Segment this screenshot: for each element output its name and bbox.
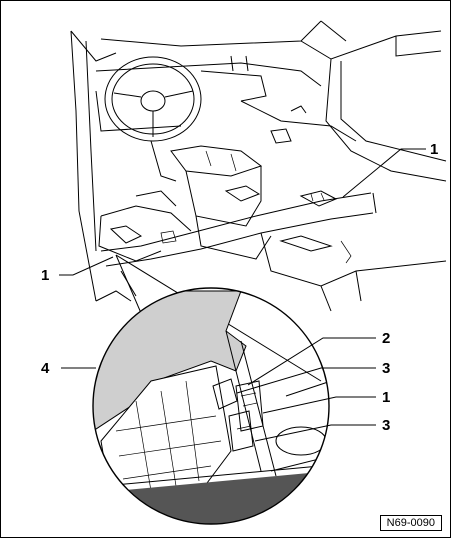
leader-lines xyxy=(59,148,426,442)
callout-4: 4 xyxy=(41,360,50,377)
callout-1-right: 1 xyxy=(430,141,438,158)
callout-3-lower: 3 xyxy=(382,417,390,434)
callout-3-upper: 3 xyxy=(382,360,390,377)
steering-wheel xyxy=(104,56,202,142)
reference-code-label: N69-0090 xyxy=(379,515,442,531)
vehicle-interior xyxy=(70,20,447,312)
callout-2: 2 xyxy=(382,330,390,347)
detail-lens xyxy=(92,254,330,525)
callout-1-left: 1 xyxy=(41,267,49,284)
callout-1-detail: 1 xyxy=(382,389,390,406)
